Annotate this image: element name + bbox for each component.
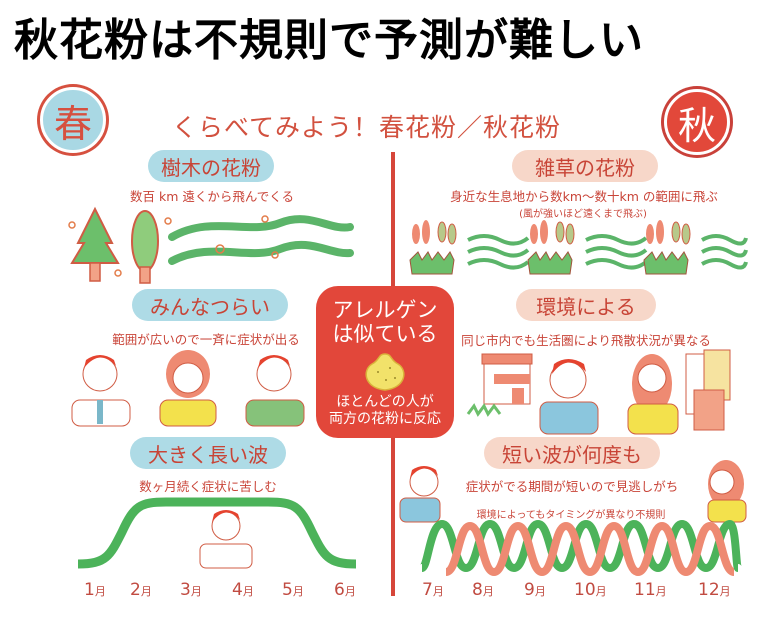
sneezing-woman-icon bbox=[159, 350, 217, 427]
allergen-line4: 両方の花粉に反応 bbox=[329, 411, 441, 427]
month-label: 3月 bbox=[180, 580, 202, 600]
autumn-short-waves-label: 短い波が何度も bbox=[484, 437, 660, 469]
allergen-line2: は似ている bbox=[332, 322, 438, 346]
tree-and-wind-illustration bbox=[68, 206, 354, 284]
compare-title: くらべてみよう！春花粉／秋花粉 bbox=[172, 113, 562, 142]
month-label: 11月 bbox=[634, 580, 667, 600]
month-label: 4月 bbox=[232, 580, 254, 600]
autumn-weed-pollen-note: (風が強いほど遠くまで飛ぶ) bbox=[519, 209, 647, 220]
sneezing-man-blue-icon bbox=[539, 359, 599, 435]
month-label: 6月 bbox=[334, 580, 356, 600]
autumn-environment-desc: 同じ市内でも生活圏により飛散状況が異なる bbox=[461, 333, 711, 348]
month-label: 8月 bbox=[472, 580, 494, 600]
allergen-line3: ほとんどの人が bbox=[336, 394, 434, 410]
headline: 秋花粉は不規則で予測が難しい bbox=[14, 15, 644, 66]
weeds-and-wind-illustration bbox=[409, 219, 748, 275]
autumn-short-waves-note: 環境によってもタイミングが異なり不規則 bbox=[476, 510, 666, 521]
center-divider-top bbox=[391, 152, 395, 288]
sneezing-man-left-icon bbox=[399, 466, 441, 523]
wind-lines-icon bbox=[467, 234, 530, 270]
spring-tree-pollen-desc: 数百 km 遠くから飛んでくる bbox=[130, 189, 294, 204]
sneezing-man-center-icon bbox=[199, 510, 253, 569]
sneezing-man-icon bbox=[71, 355, 131, 427]
center-divider-bottom bbox=[391, 436, 395, 596]
month-label: 9月 bbox=[524, 580, 546, 600]
woman-yellow-icon bbox=[627, 354, 679, 435]
autumn-weed-pollen-desc: 身近な生息地から数km〜数十km の範囲に飛ぶ bbox=[450, 189, 718, 204]
month-label: 7月 bbox=[422, 580, 444, 600]
spring-long-wave-desc: 数ヶ月続く症状に苦しむ bbox=[139, 479, 277, 494]
month-label: 5月 bbox=[282, 580, 304, 600]
allergen-line1: アレルゲン bbox=[332, 298, 438, 322]
autumn-badge: 秋 bbox=[664, 89, 730, 155]
autumn-environment-label: 環境による bbox=[516, 289, 656, 321]
pollen-grain-icon bbox=[365, 353, 405, 391]
autumn-short-waves-desc: 症状がでる期間が短いので見逃しがち bbox=[465, 479, 679, 494]
sneezing-man-green-shirt-icon bbox=[245, 355, 305, 427]
sneezing-people-illustration bbox=[71, 350, 305, 427]
month-label: 12月 bbox=[698, 580, 731, 600]
autumn-short-wave-chart bbox=[418, 519, 742, 577]
autumn-weed-pollen-label: 雑草の花粉 bbox=[512, 150, 658, 182]
house-icon bbox=[481, 353, 533, 405]
spring-badge: 春 bbox=[40, 87, 106, 153]
spring-tree-pollen-label: 樹木の花粉 bbox=[148, 150, 274, 182]
month-label: 10月 bbox=[574, 580, 607, 600]
spring-everyone-suffers-label: みんなつらい bbox=[132, 289, 288, 321]
spring-long-wave-label: 大きく長い波 bbox=[130, 437, 286, 469]
sneezing-woman-right-icon bbox=[707, 460, 747, 523]
buildings-icon bbox=[685, 349, 731, 431]
month-label: 1月 bbox=[84, 580, 106, 600]
weed-cluster-icon bbox=[409, 220, 457, 275]
spring-long-wave-chart bbox=[77, 497, 357, 569]
month-label: 2月 bbox=[130, 580, 152, 600]
spring-everyone-suffers-desc: 範囲が広いので一斉に症状が出る bbox=[112, 332, 300, 347]
allergen-similar-box: アレルゲン は似ている ほとんどの人が 両方の花粉に反応 bbox=[316, 286, 454, 438]
environment-illustration bbox=[466, 349, 731, 435]
